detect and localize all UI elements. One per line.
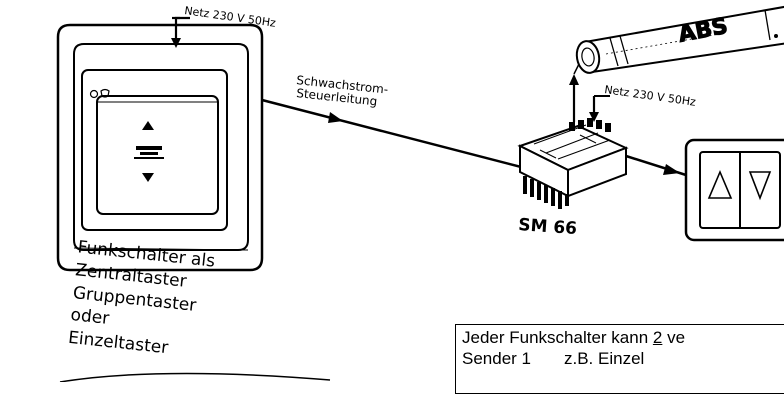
arrow-down-icon — [589, 112, 599, 122]
radio-wall-switch — [56, 23, 264, 272]
wiring-diagram: Netz 230 V 50Hz Schwachstrom- Steuerleit… — [56, 4, 784, 382]
triangle-down-icon — [748, 171, 772, 201]
cable-arrow-icon — [328, 112, 343, 123]
info-line-2-col1: Sender 1 — [462, 349, 531, 368]
tubular-motor — [575, 5, 784, 74]
second-switch — [684, 138, 784, 242]
triangle-up-icon — [707, 169, 733, 199]
up-arrow-icon — [142, 121, 154, 130]
control-cable — [261, 98, 526, 170]
info-box: Jeder Funkschalter kann 2 ve Sender 1 z.B… — [455, 324, 784, 394]
mains-label-right: Netz 230 V 50Hz — [604, 83, 697, 109]
caption-line-4: oder — [70, 305, 111, 329]
info-line-1: Jeder Funkschalter kann 2 ve — [462, 327, 784, 348]
sm66-relay — [517, 124, 629, 198]
arrow-down-icon — [171, 38, 181, 48]
relay-front-terminals — [523, 176, 569, 209]
cable-arrow-icon — [663, 164, 680, 175]
relay-top-detail — [533, 124, 611, 160]
down-arrow-icon — [142, 173, 154, 182]
info-line-2-col2: z.B. Einzel — [564, 349, 645, 368]
info-line-1-suffix: ve — [662, 328, 686, 347]
info-line-2: Sender 1 z.B. Einzel — [462, 348, 784, 369]
info-line-1-prefix: Jeder Funkschalter kann — [462, 328, 653, 347]
caption-line-5: Einzeltaster — [67, 328, 169, 358]
divider-curve — [59, 372, 331, 382]
device-label: SM 66 — [518, 215, 578, 239]
mains-feed-left — [172, 16, 190, 40]
brand-logo-icon — [134, 146, 164, 159]
arrow-up-icon — [569, 74, 579, 85]
switch-rocker — [96, 95, 219, 215]
info-line-1-number: 2 — [652, 328, 663, 347]
switch-caption: Funkschalter als Zentraltaster Gruppenta… — [67, 237, 216, 358]
relay-top-terminals — [569, 118, 611, 132]
